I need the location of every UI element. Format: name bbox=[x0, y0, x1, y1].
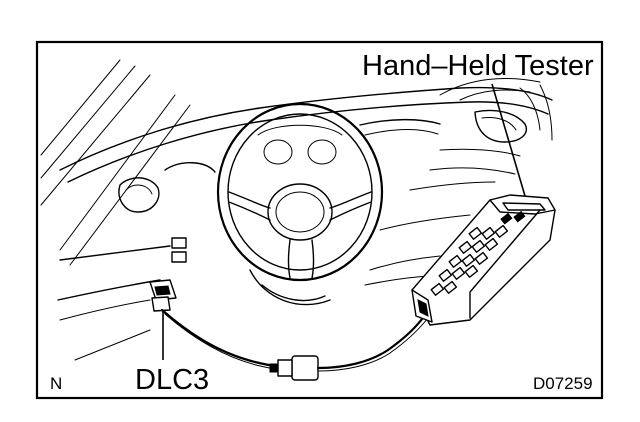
tester-leader-line bbox=[491, 83, 526, 197]
steering-wheel bbox=[216, 102, 384, 306]
windshield-pillar bbox=[40, 59, 191, 266]
dlc3-label: DLC3 bbox=[135, 364, 209, 396]
tester-keypad bbox=[430, 210, 526, 296]
dlc3-connector bbox=[149, 279, 177, 312]
tester-label: Hand–Held Tester bbox=[362, 50, 594, 82]
orientation-label: N bbox=[50, 374, 62, 393]
figure-frame bbox=[35, 40, 604, 400]
hand-held-tester bbox=[411, 194, 556, 326]
tester-cable bbox=[160, 308, 429, 381]
figure-code-label: D07259 bbox=[533, 374, 593, 393]
